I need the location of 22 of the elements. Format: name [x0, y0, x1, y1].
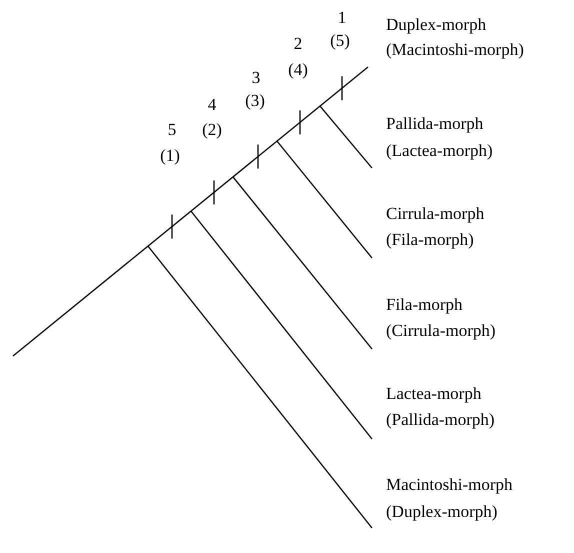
taxon-label: (Fila-morph) [386, 230, 474, 250]
character-number: 3 [252, 68, 260, 88]
taxon-label: (Lactea-morph) [386, 141, 493, 161]
taxon-label: (Pallida-morph) [386, 410, 495, 430]
character-number: (2) [202, 120, 222, 140]
taxon-label: Lactea-morph [386, 384, 482, 404]
character-number: (3) [245, 91, 265, 111]
taxon-label: Fila-morph [386, 295, 462, 315]
taxon-label: (Duplex-morph) [386, 502, 498, 522]
taxon-label: Pallida-morph [386, 114, 484, 134]
character-number: (5) [330, 31, 350, 51]
character-number: 5 [168, 120, 176, 140]
taxon-label: Macintoshi-morph [386, 475, 513, 495]
taxon-label: (Cirrula-morph) [386, 321, 496, 341]
character-number: (1) [160, 146, 180, 166]
character-number: 2 [294, 34, 302, 54]
character-number: 4 [208, 95, 216, 115]
taxon-label: Cirrula-morph [386, 204, 484, 224]
taxon-label: (Macintoshi-morph) [386, 40, 524, 60]
taxon-label: Duplex-morph [386, 15, 486, 35]
character-number: (4) [288, 60, 308, 80]
character-number: 1 [338, 8, 346, 28]
